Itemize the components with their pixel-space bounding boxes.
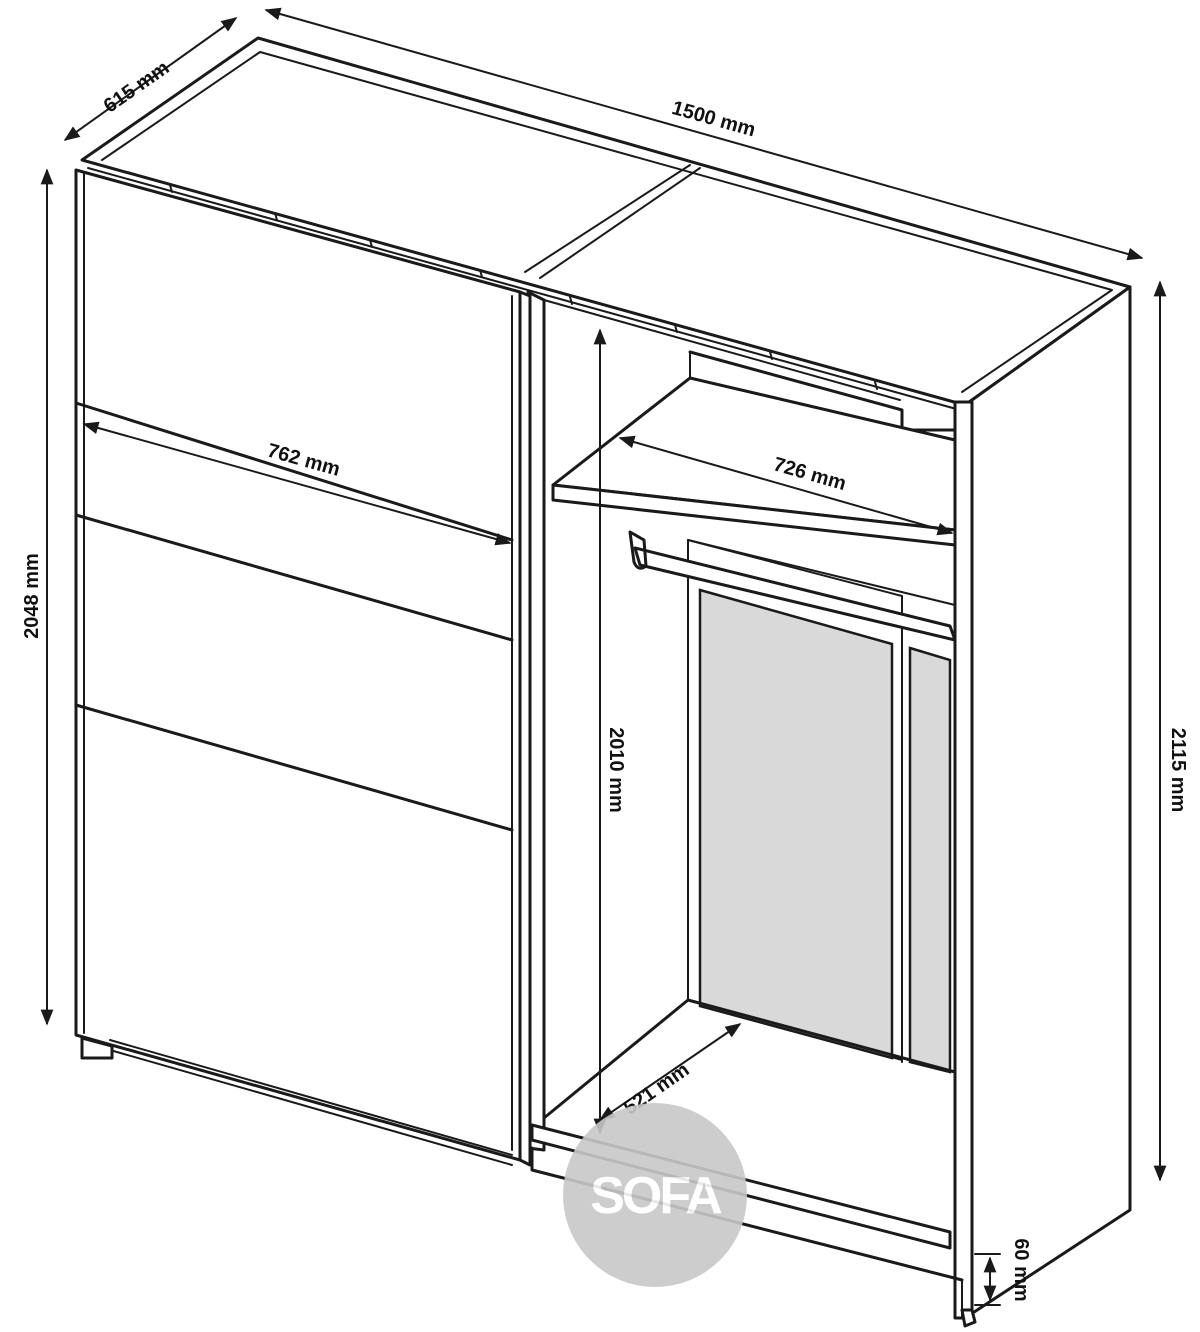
door-foot: [80, 1036, 114, 1060]
interior-shelf: [551, 376, 957, 547]
dimension-interior-height: 2010 mm: [593, 328, 627, 1135]
back-panel-right: [908, 646, 952, 1074]
right-side-panel: [953, 285, 1132, 1320]
label-plinth-height: 60 mm: [1010, 1238, 1032, 1301]
label-interior-height: 2010 mm: [605, 727, 627, 813]
hanging-rail: [628, 530, 957, 642]
door-division-3: [74, 703, 514, 832]
label-width: 1500 mm: [669, 97, 757, 141]
label-door-height: 2048 mm: [21, 553, 43, 639]
back-panel-left: [698, 588, 894, 1060]
sofa-watermark: SOFA: [563, 1103, 747, 1287]
watermark-text: SOFA: [590, 1167, 722, 1225]
dimension-door-height: 2048 mm: [21, 168, 54, 1026]
watermark-circle: [563, 1103, 747, 1287]
dimension-plinth-height: 60 mm: [974, 1238, 1032, 1306]
sliding-door: [74, 168, 532, 1167]
dimension-total-height: 2115 mm: [1153, 280, 1189, 1182]
wardrobe-interior: [526, 290, 957, 1152]
label-total-height: 2115 mm: [1167, 728, 1189, 813]
